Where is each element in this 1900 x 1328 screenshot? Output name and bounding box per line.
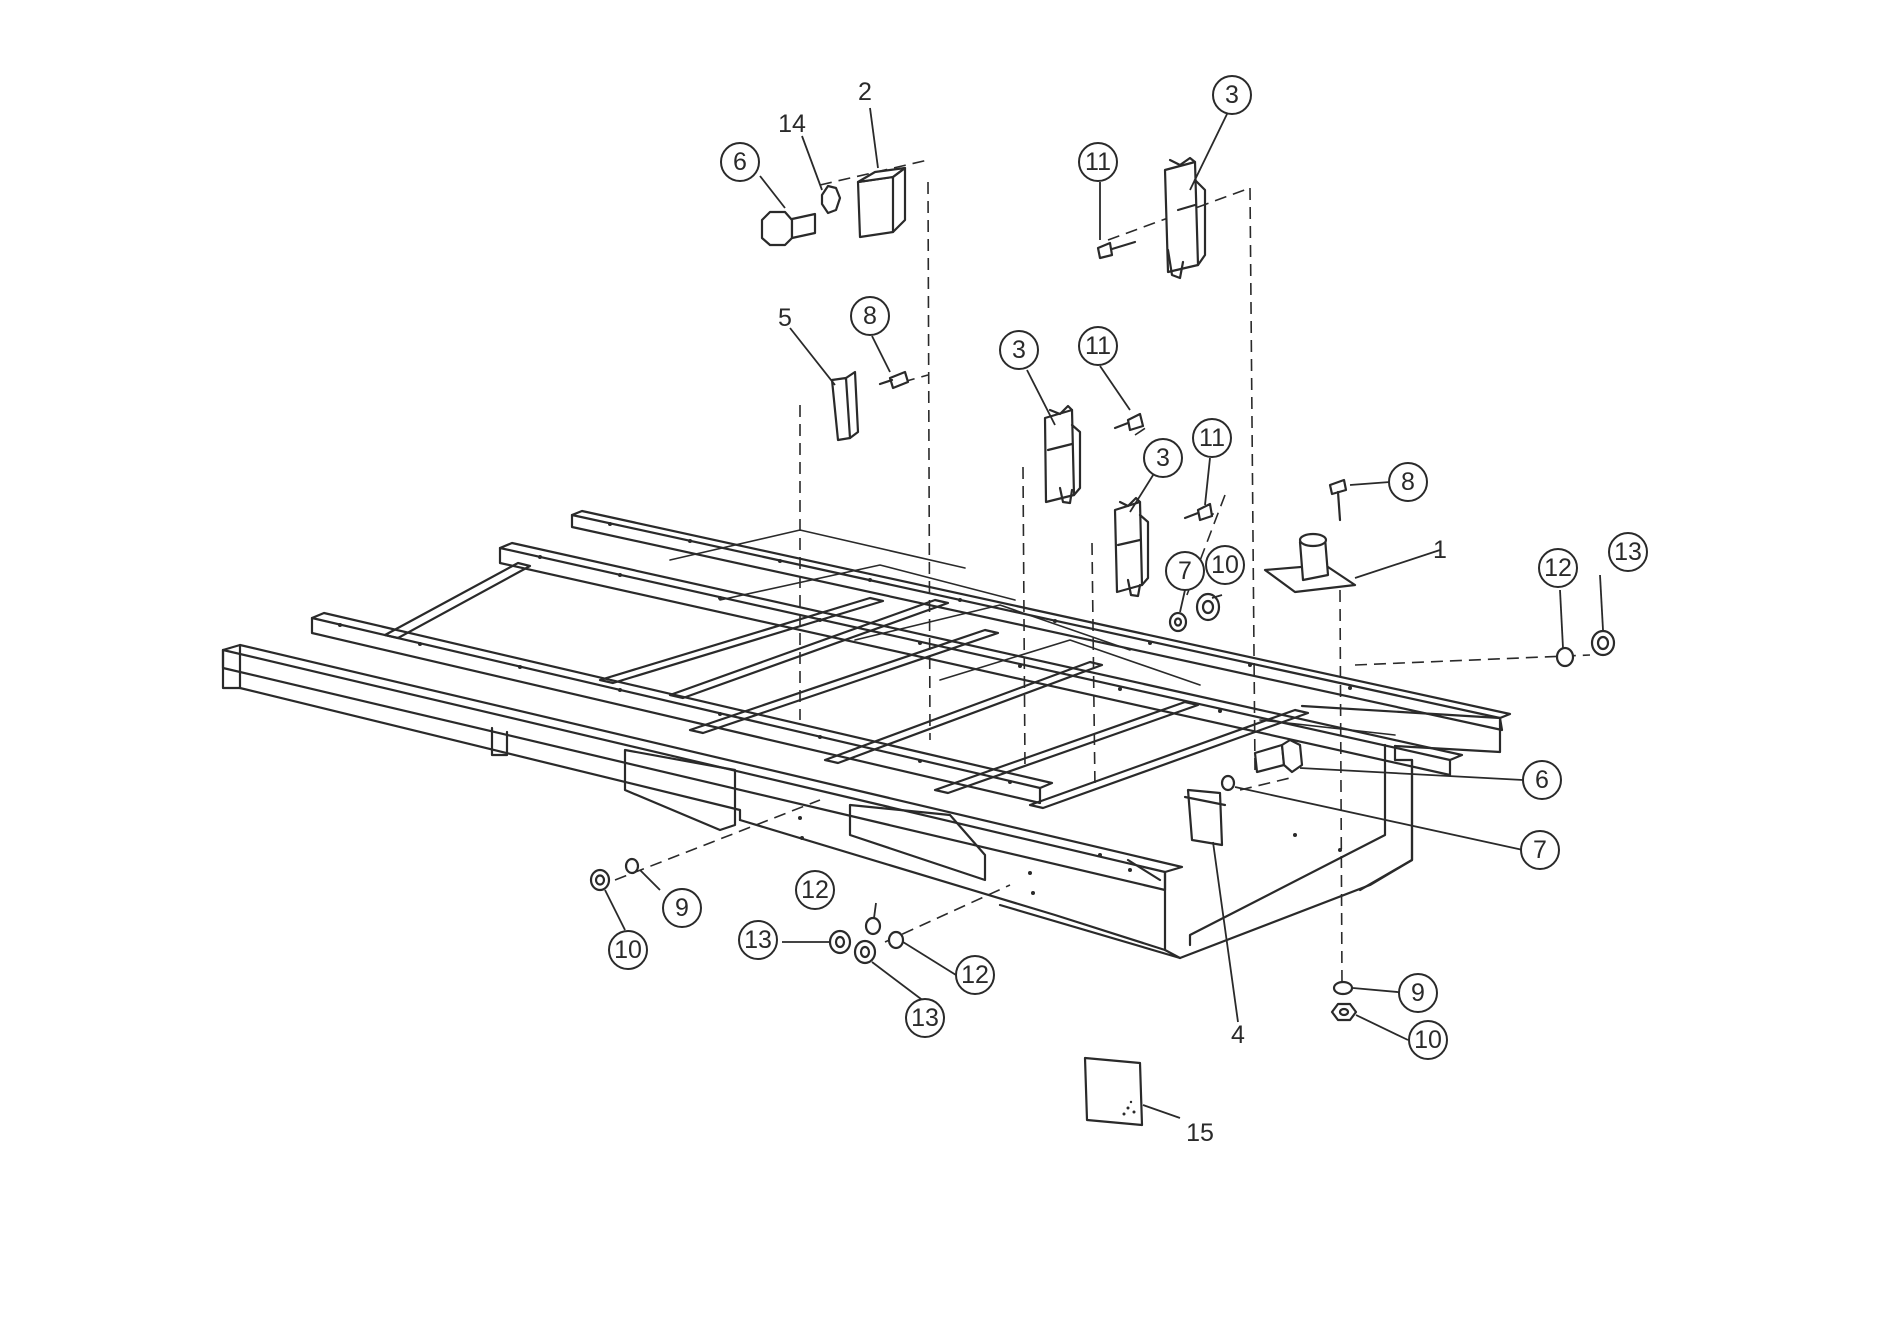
callout-12-lower-a: 12 (795, 870, 835, 910)
washer-part (1555, 646, 1575, 668)
svg-text:3: 3 (1156, 444, 1170, 472)
latch-part (1163, 156, 1207, 280)
star-washer-part (820, 184, 842, 215)
callout-11-middle: 11 (1078, 326, 1118, 366)
clip-part (830, 370, 860, 442)
washer-part (1168, 611, 1188, 633)
socket-mount-part (1263, 532, 1357, 594)
svg-text:7: 7 (1533, 836, 1547, 864)
svg-text:12: 12 (1544, 554, 1572, 582)
washer-part (864, 916, 882, 936)
svg-text:3: 3 (1012, 336, 1026, 364)
callout-6-right: 6 (1522, 760, 1562, 800)
callout-11-top: 11 (1078, 142, 1118, 182)
callout-9-left: 9 (662, 888, 702, 928)
angle-bracket-part (856, 166, 907, 239)
callout-9-right: 9 (1398, 973, 1438, 1013)
callout-label-14: 14 (778, 110, 806, 138)
svg-text:9: 9 (1411, 979, 1425, 1007)
svg-text:12: 12 (961, 961, 989, 989)
spacer-part (828, 929, 852, 955)
callout-7-top: 7 (1165, 551, 1205, 591)
washer-part (1332, 980, 1354, 996)
svg-text:8: 8 (863, 302, 877, 330)
latch-part (1043, 404, 1082, 505)
callout-12-right: 12 (1538, 548, 1578, 588)
callout-6-top: 6 (720, 142, 760, 182)
svg-text:6: 6 (1535, 766, 1549, 794)
svg-text:11: 11 (1085, 148, 1111, 176)
callout-label-4b: 4 (1231, 1021, 1245, 1049)
callout-10-left: 10 (608, 930, 648, 970)
svg-text:10: 10 (614, 936, 642, 964)
callout-8-right: 8 (1388, 462, 1428, 502)
screw-part (1096, 240, 1137, 260)
callout-3-middle: 3 (999, 330, 1039, 370)
spacer-part (853, 939, 877, 965)
plate-part (1183, 788, 1227, 847)
screw-part (1113, 412, 1145, 432)
callout-8-upper: 8 (850, 296, 890, 336)
washer-part (624, 857, 640, 875)
washer-part (1220, 774, 1236, 792)
label-plate-part (1083, 1056, 1144, 1127)
nut-part (1330, 1002, 1358, 1022)
callout-label-1: 1 (1433, 536, 1447, 564)
svg-text:10: 10 (1211, 551, 1239, 579)
svg-text:8: 8 (1401, 468, 1415, 496)
nut-part (589, 868, 611, 892)
callout-10-top: 10 (1205, 545, 1245, 585)
screw-part (1183, 502, 1214, 522)
callout-10-right: 10 (1408, 1020, 1448, 1060)
callout-12-lower-b: 12 (955, 955, 995, 995)
callout-label-15: 15 (1186, 1119, 1214, 1147)
callout-7-right: 7 (1520, 830, 1560, 870)
screw-part (878, 370, 910, 390)
svg-text:13: 13 (911, 1004, 939, 1032)
svg-text:13: 13 (744, 926, 772, 954)
washer-part (887, 930, 905, 950)
svg-text:3: 3 (1225, 81, 1239, 109)
nut-part (1195, 592, 1221, 622)
svg-text:9: 9 (675, 894, 689, 922)
callout-3-lower: 3 (1143, 438, 1183, 478)
screw-part (1328, 478, 1348, 522)
callout-11-lower: 11 (1192, 418, 1232, 458)
callout-13-right: 13 (1608, 532, 1648, 572)
svg-text:13: 13 (1614, 538, 1642, 566)
svg-text:10: 10 (1414, 1026, 1442, 1054)
callout-label-2: 2 (858, 78, 872, 106)
callouts: 2 14 5 1 4 15 6 3 11 8 3 11 (608, 75, 1648, 1147)
frame-assembly (221, 509, 1512, 960)
svg-text:11: 11 (1199, 424, 1225, 452)
svg-text:6: 6 (733, 148, 747, 176)
assembly-lines (614, 159, 1591, 986)
callout-label-5: 5 (778, 304, 792, 332)
callout-13-lower-b: 13 (905, 998, 945, 1038)
callout-13-lower-a: 13 (738, 920, 778, 960)
spacer-part (1590, 629, 1616, 657)
svg-text:7: 7 (1178, 557, 1192, 585)
hex-bolt-part (760, 210, 817, 247)
leader-lines (604, 107, 1604, 1119)
svg-text:12: 12 (801, 876, 829, 904)
hex-bolt-part (1253, 738, 1304, 774)
callout-3-top: 3 (1212, 75, 1252, 115)
latch-part (1113, 496, 1150, 598)
svg-text:11: 11 (1085, 332, 1111, 360)
